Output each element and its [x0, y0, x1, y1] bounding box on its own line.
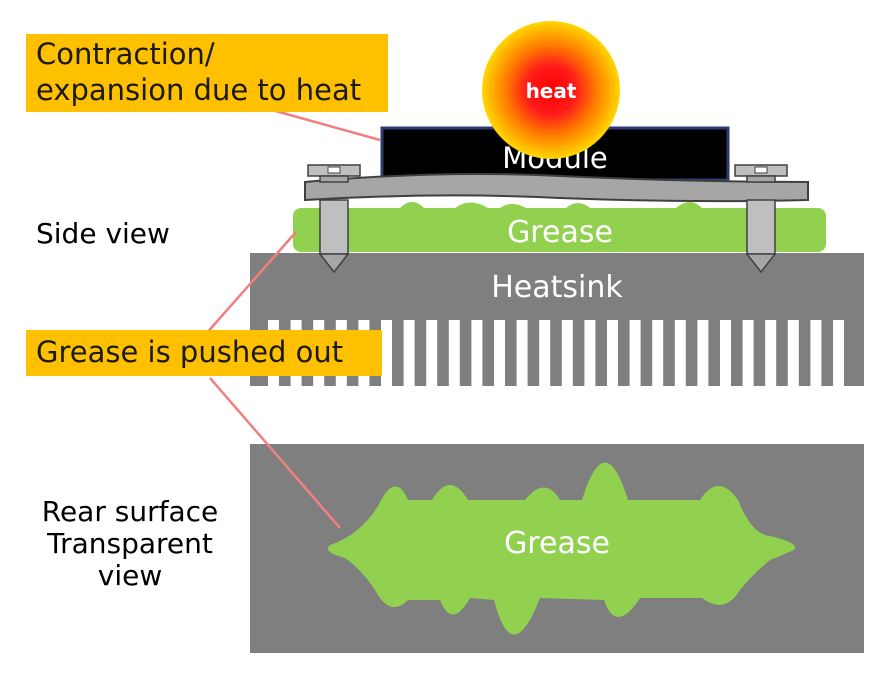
fin-gap — [539, 320, 551, 386]
grease-layer-side: Grease — [293, 202, 826, 252]
leader-grease-rear — [209, 377, 341, 529]
callout-grease-text: Grease is pushed out — [36, 335, 344, 369]
grease-rear-label: Grease — [504, 526, 610, 561]
fin-gap — [742, 320, 754, 386]
rear-surface-view: Grease — [250, 444, 864, 653]
fin-gap — [833, 320, 844, 386]
fin-gap — [607, 320, 618, 386]
fin-gap — [787, 320, 799, 386]
grease-side-body — [293, 208, 826, 252]
leader-heat — [271, 108, 381, 142]
fin-gap — [403, 320, 415, 386]
fin-gap — [652, 320, 664, 386]
fin-gap — [765, 320, 777, 386]
callout-heat-line-2: expansion due to heat — [36, 73, 362, 107]
base-plate — [304, 173, 809, 203]
leader-grease-side — [204, 231, 297, 336]
fin-gap — [674, 320, 686, 386]
fin-gap — [584, 320, 596, 386]
callout-grease-pushed: Grease is pushed out — [26, 330, 382, 376]
rear-view-label: Rear surface Transparent view — [32, 496, 228, 592]
rear-view-line-2: Transparent — [47, 527, 213, 560]
fin-gap — [381, 320, 392, 386]
heat-source: heat — [482, 21, 620, 159]
side-view-label: Side view — [36, 217, 170, 250]
rear-view-line-3: view — [97, 559, 163, 592]
fin-gap — [426, 320, 438, 386]
screw-right — [734, 164, 788, 274]
callout-heat-effect: Contraction/ expansion due to heat — [26, 34, 388, 112]
grease-side-bumps — [400, 202, 702, 208]
leader-lines — [204, 108, 381, 529]
fin-gap — [471, 320, 483, 386]
fin-gap — [810, 320, 822, 386]
fin-gap — [697, 320, 709, 386]
fin-gap — [448, 320, 460, 386]
grease-side-label: Grease — [507, 215, 613, 250]
fin-gap — [494, 320, 505, 386]
fin-gap — [561, 320, 573, 386]
rear-view-line-1: Rear surface — [41, 495, 219, 528]
heat-label: heat — [526, 79, 577, 103]
fin-gap — [516, 320, 528, 386]
heatsink-label: Heatsink — [491, 270, 623, 305]
heat-glow — [482, 21, 620, 159]
callout-heat-line-1: Contraction/ — [36, 37, 215, 71]
fin-gap — [629, 320, 641, 386]
fin-gap — [720, 320, 731, 386]
grease-spread-blob — [327, 462, 795, 635]
screw-left — [307, 164, 361, 274]
